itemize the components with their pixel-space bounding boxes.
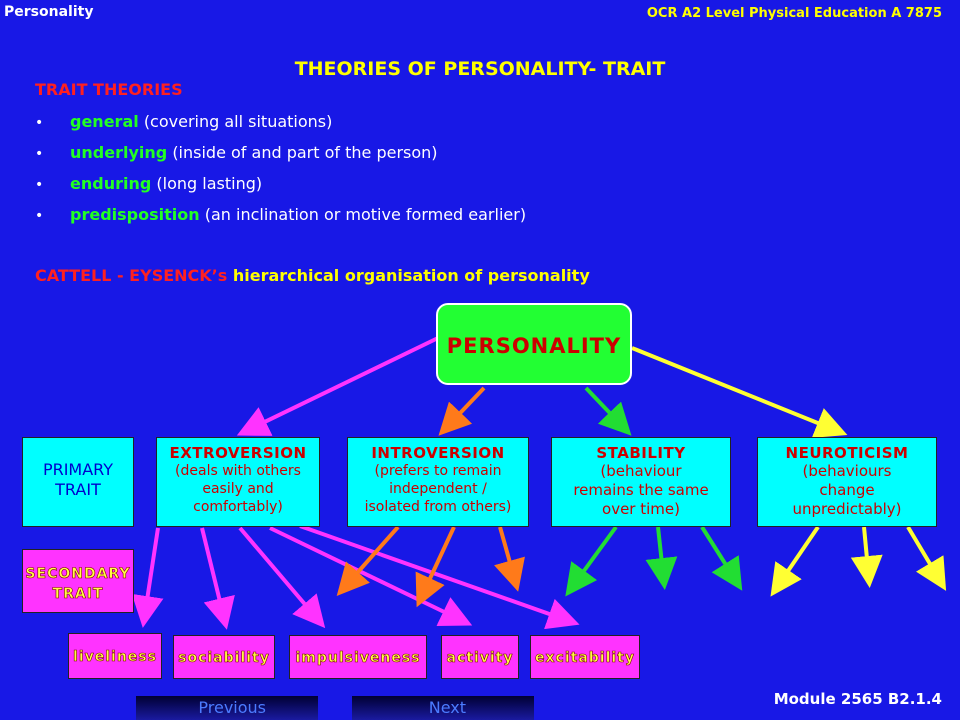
arrow-introversion-1 <box>336 525 400 596</box>
cattell-rest: hierarchical organisation of personality <box>232 266 590 285</box>
secondary-activity: activity <box>441 635 519 679</box>
previous-button[interactable]: Previous <box>136 696 318 720</box>
arrow-extroversion-sociability <box>200 527 235 630</box>
trait-stability: STABILITY (behaviour remains the same ov… <box>551 437 731 527</box>
trait-desc-line: (prefers to remain <box>374 463 502 479</box>
bullet-dot: • <box>35 146 44 162</box>
cattell-eysenck-heading: CATTELL - EYSENCK’s hierarchical organis… <box>35 266 590 285</box>
bullet-desc: (covering all situations) <box>143 112 333 131</box>
personality-node: PERSONALITY <box>436 303 632 385</box>
trait-theories-heading: TRAIT THEORIES <box>35 80 183 99</box>
bullet-dot: • <box>35 208 44 224</box>
secondary-trait-text: liveliness <box>73 649 157 666</box>
trait-desc-line: unpredictably) <box>792 500 902 518</box>
arrow-stability-1 <box>565 525 618 597</box>
primary-label-line: PRIMARY <box>42 460 114 479</box>
trait-name: NEUROTICISM <box>785 444 909 462</box>
arrow-personality-stability <box>584 386 632 436</box>
secondary-label-line: TRAIT <box>52 586 104 603</box>
arrow-neuroticism-3 <box>906 525 947 591</box>
arrow-introversion-2 <box>415 526 456 608</box>
primary-label-line: TRAIT <box>55 480 101 499</box>
bullet-item: • enduring (long lasting) <box>35 172 526 203</box>
bullet-dot: • <box>35 115 44 131</box>
bullet-item: • underlying (inside of and part of the p… <box>35 141 526 172</box>
arrow-neuroticism-1 <box>770 525 820 597</box>
trait-desc-line: (behaviour <box>600 462 682 480</box>
trait-bullet-list: • general (covering all situations) • unde… <box>35 110 526 234</box>
arrow-personality-neuroticism <box>631 346 848 438</box>
arrow-personality-introversion <box>438 386 486 436</box>
trait-desc-line: isolated from others) <box>364 499 512 515</box>
arrow-extroversion-liveliness <box>131 527 164 628</box>
secondary-trait-text: sociability <box>178 650 270 667</box>
cattell-names: CATTELL - EYSENCK’s <box>35 266 228 285</box>
arrow-stability-2 <box>645 526 678 590</box>
bullet-dot: • <box>35 177 44 193</box>
secondary-excitability: excitability <box>530 635 640 679</box>
secondary-impulsiveness: impulsiveness <box>289 635 427 679</box>
primary-trait-label: PRIMARY TRAIT <box>22 437 134 527</box>
bullet-item: • general (covering all situations) <box>35 110 526 141</box>
trait-desc-line: (deals with others <box>175 463 301 479</box>
topic-label: Personality <box>4 4 94 20</box>
trait-desc-line: change <box>819 481 875 499</box>
trait-neuroticism: NEUROTICISM (behaviours change unpredict… <box>757 437 937 527</box>
bullet-term: enduring <box>70 174 152 193</box>
trait-desc-line: remains the same <box>573 481 709 499</box>
next-button[interactable]: Next <box>352 696 534 720</box>
secondary-label-line: SECONDARY <box>25 566 131 583</box>
trait-name: INTROVERSION <box>371 444 505 462</box>
trait-desc-line: comfortably) <box>193 499 283 515</box>
arrow-extroversion-impulsiveness <box>238 526 326 629</box>
secondary-trait-text: activity <box>446 650 514 667</box>
arrow-personality-extroversion <box>236 336 439 436</box>
bullet-term: general <box>70 112 139 131</box>
bullet-term: predisposition <box>70 205 200 224</box>
secondary-liveliness: liveliness <box>68 633 162 679</box>
arrow-introversion-3 <box>494 526 525 592</box>
trait-desc-line: easily and <box>202 481 274 497</box>
secondary-trait-label: SECONDARY TRAIT <box>22 549 134 613</box>
trait-desc-line: independent / <box>389 481 487 497</box>
module-label: Module 2565 B2.1.4 <box>773 690 942 708</box>
trait-desc-line: over time) <box>602 500 680 518</box>
bullet-item: • predisposition (an inclination or motiv… <box>35 203 526 234</box>
bullet-desc: (an inclination or motive formed earlier… <box>204 205 527 224</box>
trait-desc-line: (behaviours <box>802 462 892 480</box>
trait-extroversion: EXTROVERSION (deals with others easily a… <box>156 437 320 527</box>
arrow-stability-3 <box>700 525 743 591</box>
course-label: OCR A2 Level Physical Education A 7875 <box>646 6 942 21</box>
secondary-trait-text: impulsiveness <box>295 650 421 667</box>
secondary-trait-text: excitability <box>535 650 635 667</box>
trait-name: EXTROVERSION <box>169 444 307 462</box>
trait-introversion: INTROVERSION (prefers to remain independ… <box>347 437 529 527</box>
trait-name: STABILITY <box>596 444 686 462</box>
bullet-desc: (long lasting) <box>156 174 263 193</box>
bullet-term: underlying <box>70 143 168 162</box>
secondary-sociability: sociability <box>173 635 275 679</box>
page-title: THEORIES OF PERSONALITY- TRAIT <box>294 58 666 80</box>
bullet-desc: (inside of and part of the person) <box>172 143 438 162</box>
arrow-neuroticism-2 <box>850 526 883 588</box>
